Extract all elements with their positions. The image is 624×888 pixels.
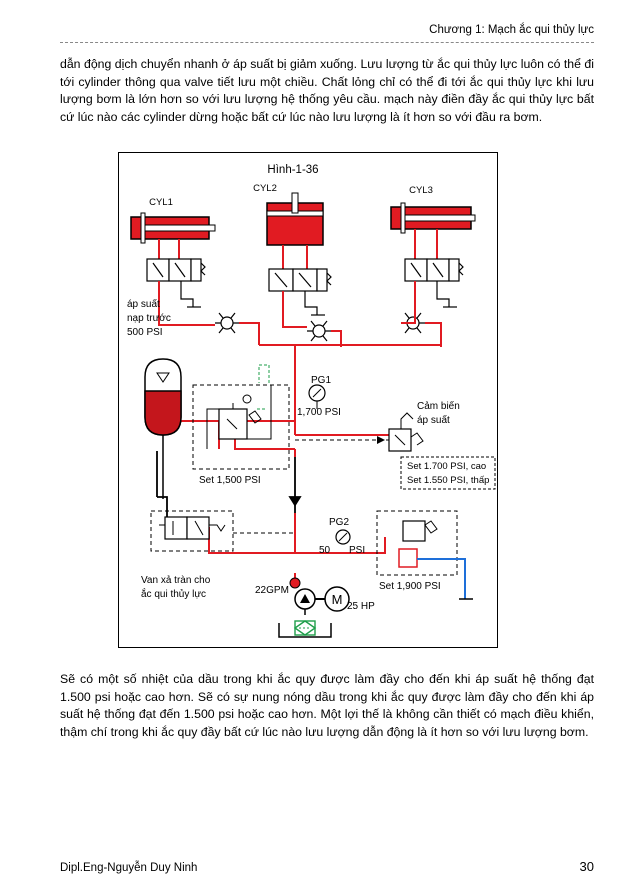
accumulator — [144, 358, 182, 499]
cylinder-2: CYL2 — [253, 183, 324, 246]
pump: 22GPM — [255, 577, 316, 615]
motor: M 25 HP — [315, 586, 375, 612]
paragraph-bottom: Sẽ có một số nhiệt của dầu trong khi ắc … — [60, 672, 594, 739]
circuit-diagram: Hình-1-36 CYL1 CYL2 CYL3 — [127, 164, 496, 638]
footer-author: Dipl.Eng-Nguyễn Duy Ninh — [60, 862, 198, 874]
pg2-value: 50 — [319, 545, 331, 556]
cylinder-1: CYL1 — [130, 197, 216, 244]
figure-title: Hình-1-36 — [267, 164, 318, 176]
precharge-label-1: áp suất — [127, 298, 160, 310]
directional-valve-3 — [404, 229, 464, 282]
pg2-unit: PSI — [349, 545, 365, 556]
pg1-label: PG1 — [311, 375, 331, 386]
relief1-label: Set 1,500 PSI — [199, 475, 261, 486]
paragraph-top: dẫn động dịch chuyển nhanh ở áp suất bị … — [60, 57, 594, 124]
dump-valve: Van xả tràn cho ắc qui thủy lực — [141, 510, 295, 600]
filter-and-tank — [278, 620, 332, 638]
directional-valve-1 — [146, 239, 206, 282]
chapter-header: Chương 1: Mạch ắc qui thủy lực — [429, 24, 594, 36]
cyl1-label: CYL1 — [149, 197, 173, 208]
precharge-label-3: 500 PSI — [127, 327, 163, 338]
gauge-pg2: PG2 50 PSI — [319, 517, 365, 556]
precharge-label-2: nạp trước — [127, 313, 171, 324]
sensor-label-1: Cảm biến — [417, 400, 460, 412]
pg2-label: PG2 — [329, 517, 349, 528]
header-rule — [60, 42, 594, 43]
sensor-low: Set 1.550 PSI, thấp — [407, 475, 489, 486]
relief-valve-1900: Set 1,900 PSI — [376, 510, 458, 592]
cyl3-label: CYL3 — [409, 185, 433, 196]
directional-valve-2 — [268, 245, 332, 292]
page-number: 30 — [579, 859, 594, 874]
pressure-sensor: Cảm biến áp suất Set 1.700 PSI, cao Set … — [295, 400, 496, 490]
power-label: 25 HP — [347, 601, 375, 612]
hydraulic-circuit-figure: Hình-1-36 CYL1 CYL2 CYL3 — [118, 152, 498, 648]
relief-valve-1500: Set 1,500 PSI — [192, 364, 290, 486]
sensor-label-2: áp suất — [417, 414, 450, 426]
flow-controls — [215, 312, 425, 342]
valve-tanks — [180, 281, 457, 316]
return-line — [417, 558, 466, 599]
dump-label-1: Van xả tràn cho — [141, 575, 211, 586]
motor-letter: M — [332, 592, 343, 607]
relief2-label: Set 1,900 PSI — [379, 581, 441, 592]
supply-line — [156, 451, 302, 527]
gauge-pg1: PG1 1,700 PSI — [297, 375, 341, 418]
cylinder-3: CYL3 — [390, 185, 476, 234]
pg1-value: 1,700 PSI — [297, 407, 341, 418]
cyl2-label: CYL2 — [253, 183, 277, 194]
flow-label: 22GPM — [255, 585, 289, 596]
dump-label-2: ắc qui thủy lực — [141, 587, 206, 600]
sensor-high: Set 1.700 PSI, cao — [407, 461, 486, 472]
